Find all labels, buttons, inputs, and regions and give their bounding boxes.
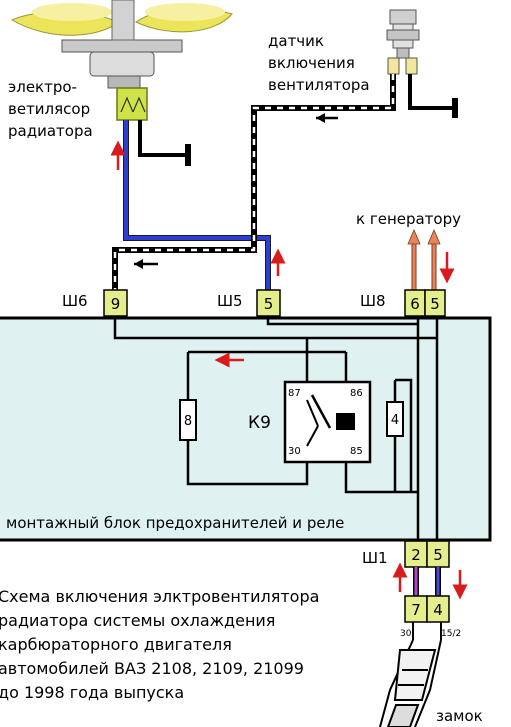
striped-wire — [112, 74, 396, 290]
relay-terminal-86: 86 — [350, 388, 363, 399]
caption-line-2: радиатора системы охлаждения — [0, 611, 275, 630]
fan-motor-icon — [10, 0, 233, 89]
ignition-switch-label: замок — [436, 707, 483, 725]
caption-line-4: автомобилей ВАЗ 2108, 2109, 21099 — [0, 659, 304, 678]
sh8-pin-2 — [424, 289, 446, 317]
sh1-pin-1-label: 2 — [411, 546, 421, 564]
caption-line-5: до 1998 года выпуска — [0, 683, 184, 702]
fuse-4 — [386, 401, 404, 437]
sh8-pin-2-label: 5 — [430, 295, 440, 313]
switch-pin-1-label: 7 — [411, 601, 421, 619]
caption-line-3: карбюраторного двигателя — [0, 635, 232, 654]
sh6-name: Ш6 — [62, 292, 88, 310]
relay-k9 — [283, 380, 372, 464]
sh8-pin-1-label: 6 — [410, 295, 420, 313]
switch-pin-2-label: 4 — [433, 601, 443, 619]
fan-motor-label-1: электро- — [8, 78, 77, 96]
fuse-8-label: 8 — [184, 414, 192, 429]
sh6-pin-label: 9 — [111, 295, 121, 313]
sh5-pin-label: 5 — [264, 295, 274, 313]
sh1-pin-2-label: 5 — [433, 546, 443, 564]
fan-connector — [116, 87, 148, 121]
block-caption: монтажный блок предохранителей и реле — [6, 514, 344, 532]
internal-wiring — [113, 316, 439, 540]
relay-terminal-85: 85 — [350, 446, 363, 457]
fan-sensor-label-1: датчик — [268, 32, 324, 50]
fuse-4-label: 4 — [391, 413, 399, 428]
relay-terminal-87: 87 — [288, 388, 301, 399]
sh5-name: Ш5 — [217, 292, 243, 310]
sh5-pin — [256, 289, 281, 317]
fan-motor-label-2: ветилясор — [8, 100, 90, 118]
sh6-pin — [103, 289, 128, 317]
fan-motor-label-3: радиатора — [8, 122, 93, 140]
caption-line-1: Схема включения элктровентилятора — [0, 587, 319, 606]
mounting-block-panel — [0, 316, 492, 542]
fan-sensor-label-2: включения — [268, 54, 355, 72]
relay-name: К9 — [248, 413, 271, 433]
relay-terminal-30: 30 — [288, 446, 301, 457]
switch-pin-2 — [426, 595, 450, 623]
fan-sensor-label-3: вентилятора — [268, 76, 370, 94]
fuse-8 — [179, 399, 197, 441]
switch-terminal-30: 30 — [400, 629, 412, 639]
switch-terminal-15-2: 15/2 — [441, 629, 461, 639]
sh1-name: Ш1 — [362, 549, 388, 567]
fan-sensor-icon — [386, 9, 420, 75]
sh8-name: Ш8 — [360, 292, 386, 310]
to-generator-label: к генератору — [356, 210, 461, 228]
ignition-switch-icon — [379, 622, 442, 727]
